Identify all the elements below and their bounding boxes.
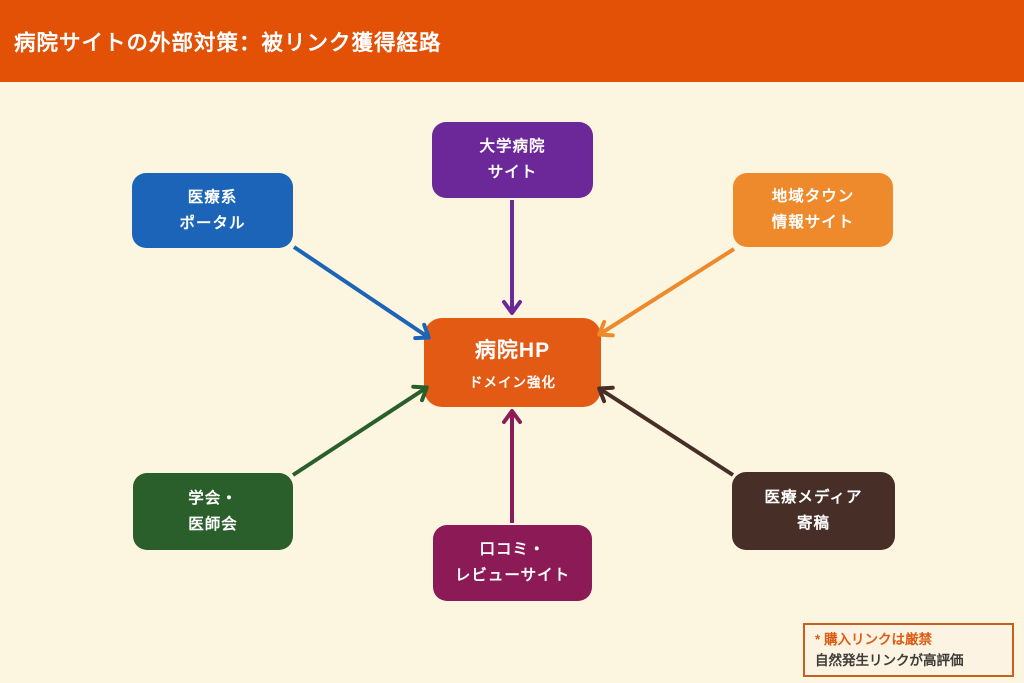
note-info-text: 自然発生リンクが高評価: [815, 653, 964, 668]
note-warning-text: * 購入リンクは厳禁: [815, 632, 933, 647]
node-label-line: 学会・: [188, 489, 238, 507]
node-label-line: 口コミ・: [479, 541, 546, 558]
arrow-society-to-hp: [291, 384, 429, 477]
node-label-line: レビューサイト: [454, 567, 571, 584]
node-label-line: ポータル: [179, 214, 246, 232]
arrow-town-to-hp: [597, 247, 736, 338]
node-label-line: 大学病院: [479, 138, 546, 155]
node-label-line: 情報サイト: [771, 214, 855, 231]
header-bar: 病院サイトの外部対策：被リンク獲得経路: [0, 0, 1024, 82]
node-medical-portal: 医療系 ポータル: [132, 173, 293, 248]
center-node-subtitle: ドメイン強化: [469, 375, 556, 390]
arrow-portal-to-hp: [292, 245, 431, 341]
page-title: 病院サイトの外部対策：被リンク獲得経路: [14, 30, 442, 55]
node-label-line: 寄稿: [796, 515, 830, 532]
node-local-town-info-site: 地域タウン 情報サイト: [733, 173, 893, 247]
arrow-media-to-hp: [597, 385, 735, 477]
node-review-site: 口コミ・ レビューサイト: [433, 525, 592, 601]
node-academic-society: 学会・ 医師会: [133, 473, 293, 550]
node-label-line: サイト: [487, 164, 538, 181]
node-label-line: 医療系: [187, 188, 238, 206]
node-university-hospital-site: 大学病院 サイト: [432, 122, 593, 198]
center-node-title: 病院HP: [474, 339, 551, 362]
node-label-line: 医師会: [188, 515, 238, 533]
node-medical-media: 医療メディア 寄稿: [732, 472, 895, 550]
node-label-line: 医療メディア: [764, 489, 863, 506]
note-box: * 購入リンクは厳禁 自然発生リンクが高評価: [803, 623, 1014, 677]
node-hospital-hp: 病院HP ドメイン強化: [424, 318, 601, 407]
node-label-line: 地域タウン: [771, 188, 855, 205]
